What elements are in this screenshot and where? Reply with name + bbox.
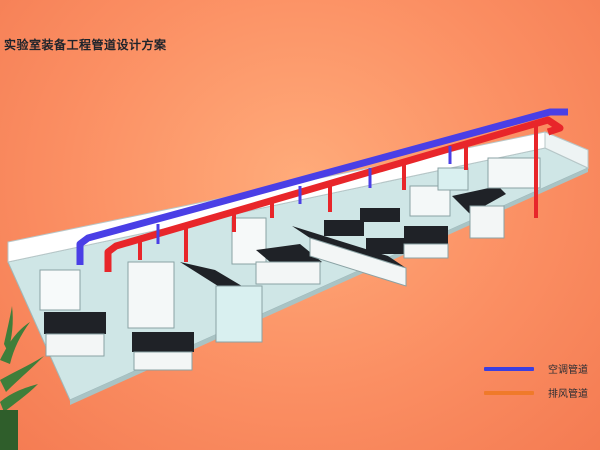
- floor-front-edge: [70, 168, 588, 405]
- lab-bench-base: [133, 351, 193, 371]
- lab-bench: [132, 332, 194, 352]
- legend-label-exhaust: 排风管道: [548, 389, 588, 400]
- lab-bench-base: [255, 261, 321, 285]
- lab-bench: [404, 226, 448, 244]
- lab-bench: [324, 220, 364, 236]
- lab-bench-base: [469, 205, 505, 239]
- lab-bench-base: [403, 243, 449, 259]
- legend-item-exhaust: 排风管道: [484, 384, 596, 402]
- diagram-title: 实验室装备工程管道设计方案: [4, 38, 167, 52]
- potted-plant: [0, 306, 44, 450]
- shelf-unit: [127, 261, 175, 329]
- lab-bench: [366, 238, 406, 254]
- legend: 空调管道 排风管道: [484, 360, 596, 404]
- legend-label-hvac: 空调管道: [548, 365, 588, 376]
- legend-swatch-hvac: [484, 367, 534, 371]
- glass-cabinet: [437, 167, 469, 191]
- exhaust-drops: [138, 124, 538, 262]
- shelf-unit: [39, 269, 81, 311]
- lab-bench: [44, 312, 106, 334]
- legend-swatch-exhaust: [484, 391, 534, 395]
- wall-cabinets: [487, 157, 541, 189]
- wall-cabinets: [409, 185, 451, 217]
- lab-bench: [180, 262, 252, 292]
- lab-bench-base: [309, 237, 407, 287]
- fume-hood: [231, 217, 267, 265]
- glass-cabinet: [215, 285, 263, 343]
- hvac-duct: [76, 108, 568, 265]
- legend-item-hvac: 空调管道: [484, 360, 596, 378]
- lab-bench: [452, 186, 506, 214]
- lab-bench: [360, 208, 400, 222]
- hvac-drops: [156, 146, 452, 244]
- lab-bench: [292, 226, 406, 268]
- lab-bench-base: [45, 333, 105, 357]
